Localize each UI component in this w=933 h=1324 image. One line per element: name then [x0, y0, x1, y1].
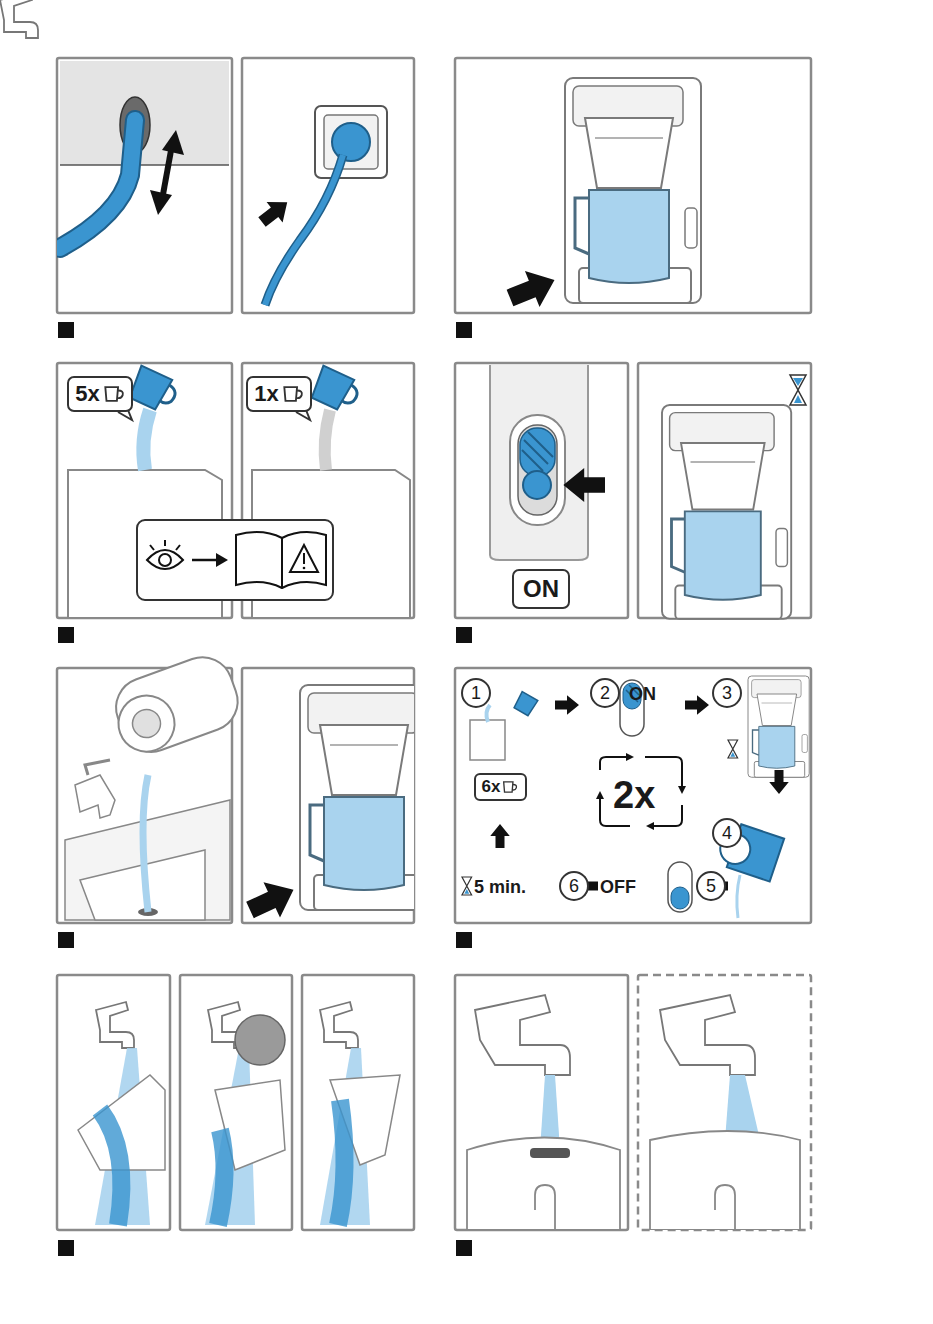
duration-label: 5 min.: [474, 877, 526, 898]
coffee-maker: [662, 375, 806, 619]
switch: [490, 365, 605, 560]
node-text: 5: [706, 877, 716, 895]
on-label-box: ON: [512, 569, 570, 609]
rinse-parts: [0, 0, 400, 1225]
tank-rinse: [650, 995, 800, 1230]
cable-storage: [60, 61, 229, 248]
read-manual-icon: [137, 520, 333, 600]
off-label: OFF: [600, 877, 636, 898]
quantity-bubble: 5x: [67, 376, 133, 412]
tank-rinse: [467, 995, 620, 1230]
node-text: 1x: [254, 381, 278, 407]
sink: [65, 649, 246, 920]
step-number: 2: [590, 678, 620, 708]
hourglass: [790, 375, 806, 405]
step-number: 5: [696, 871, 726, 901]
cup-icon: [504, 782, 517, 792]
cup-icon: [284, 387, 302, 401]
quantity-box: 6x: [474, 773, 527, 801]
node-text: 3: [722, 684, 732, 702]
node-text: ON: [523, 575, 559, 603]
coffee-maker: [503, 78, 701, 316]
descale-cycle: [462, 676, 809, 918]
step-number: 1: [461, 678, 491, 708]
node-text: 6x: [482, 777, 501, 797]
repeat-count: 2x: [613, 774, 655, 817]
step-squares: [58, 322, 472, 1256]
cup-icon: [105, 387, 123, 401]
panel-frames: [57, 58, 811, 1230]
power-socket: [254, 106, 387, 305]
cup-icon: [282, 383, 304, 405]
node-text: 2: [600, 684, 610, 702]
coffee-maker: [242, 685, 414, 923]
node-text: 4: [722, 824, 732, 842]
node-text: 1: [471, 684, 481, 702]
double-arrow: [150, 130, 184, 215]
on-label: ON: [629, 684, 656, 705]
node-text: 6: [569, 877, 579, 895]
step-number: 6: [559, 871, 589, 901]
step-number: 3: [712, 678, 742, 708]
step-number: 4: [712, 818, 742, 848]
cup-icon: [502, 779, 518, 795]
cup-icon: [103, 383, 125, 405]
node-text: 5x: [75, 381, 99, 407]
quantity-bubble: 1x: [246, 376, 312, 412]
